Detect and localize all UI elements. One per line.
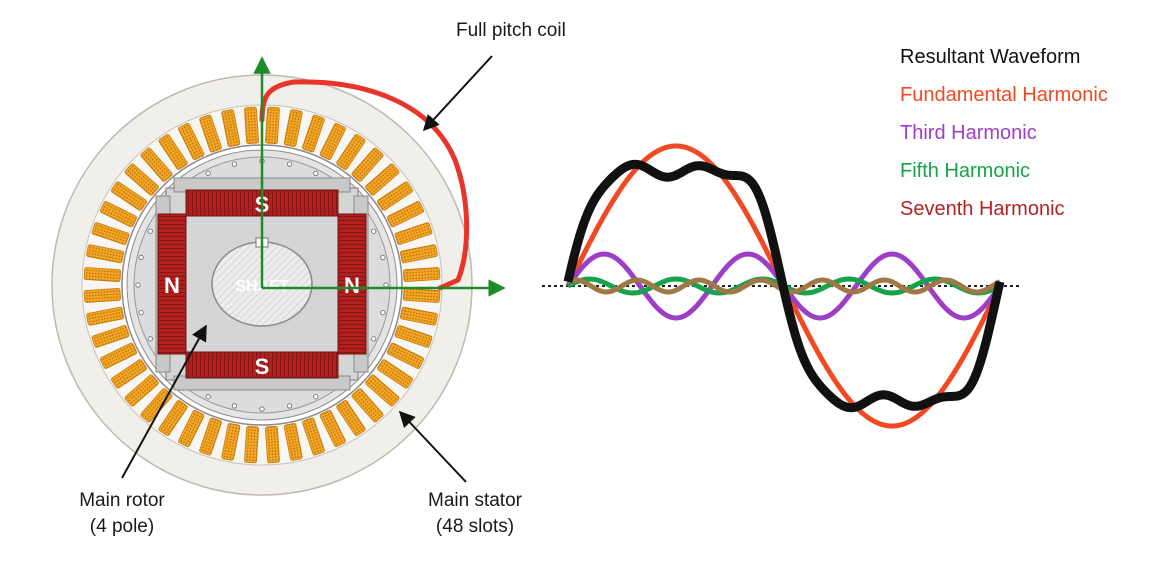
stator-slot <box>158 400 188 436</box>
stator-slot <box>83 267 121 282</box>
stator-slot <box>403 267 441 282</box>
stator-slot <box>265 426 280 464</box>
stator-slot <box>283 109 303 147</box>
legend-fundamental: Fundamental Harmonic <box>900 84 1108 106</box>
rotor-bolt <box>147 228 153 234</box>
stator-slot <box>319 409 346 448</box>
stator-slot <box>86 306 124 326</box>
stator-slot <box>244 426 259 464</box>
stator-slot <box>199 114 222 153</box>
stator-slot <box>377 181 413 211</box>
stator-slot <box>377 359 413 389</box>
rotor-bolt <box>231 403 238 409</box>
rotor-label: Main rotor (4 pole) <box>62 488 182 540</box>
rotor-bolt <box>138 254 144 261</box>
rotor-label-line2: (4 pole) <box>89 516 155 537</box>
stator-slot <box>386 342 425 369</box>
pole-label-bottom: S <box>255 354 270 379</box>
stator-slot <box>403 288 441 303</box>
winding-bottom <box>185 351 339 379</box>
stator-slot <box>221 109 241 147</box>
rotor-bolt <box>205 394 211 400</box>
stator-pointer-arrow <box>398 410 467 483</box>
legend-seventh: Seventh Harmonic <box>900 198 1065 220</box>
stator-slot <box>365 374 400 407</box>
rotor-bolt <box>138 309 144 316</box>
rotor-pointer-arrow <box>121 324 207 479</box>
stator-slot <box>302 114 325 153</box>
stator-slot <box>386 201 425 228</box>
stator-label: Main stator (48 slots) <box>410 488 540 540</box>
rotor-bolt <box>371 336 377 342</box>
stator-slot <box>158 134 188 170</box>
legend-third: Third Harmonic <box>900 122 1037 144</box>
stator-label-line2: (48 slots) <box>435 516 515 537</box>
stator-slot <box>221 423 241 461</box>
magnetic-axes <box>253 56 506 297</box>
pole-label-left: N <box>164 273 180 298</box>
legend-resultant: Resultant Waveform <box>900 46 1081 68</box>
winding-right <box>337 213 367 355</box>
stator-slot <box>265 106 280 144</box>
stator-slot <box>111 359 147 389</box>
stator-slot <box>124 374 159 407</box>
legend-fifth: Fifth Harmonic <box>900 160 1031 182</box>
rotor-bolt <box>380 309 386 316</box>
rotor-label-line1: Main rotor <box>79 490 165 511</box>
rotor-bolt <box>286 161 293 167</box>
coil-pointer-arrow <box>422 55 493 132</box>
rotor-bolt <box>380 254 386 261</box>
rotor-bolt <box>313 394 319 400</box>
stator-label-line1: Main stator <box>428 490 522 511</box>
stator-slot <box>178 122 205 161</box>
stator-slots <box>83 106 441 464</box>
pole-label-right: N <box>344 273 360 298</box>
stator-slot <box>124 163 159 196</box>
stator-slot <box>91 222 130 245</box>
stator-slot <box>365 163 400 196</box>
resultant-waveform-curve <box>563 159 1005 413</box>
rotor-bolt <box>383 282 389 288</box>
stator-slot <box>394 222 433 245</box>
stator-slot <box>99 201 138 228</box>
stator-slot <box>319 122 346 161</box>
stator-slot <box>400 244 438 264</box>
waveform-legend: Resultant Waveform Fundamental Harmonic … <box>900 38 1108 228</box>
stator-slot <box>99 342 138 369</box>
stator-slot <box>111 181 147 211</box>
stator-slot <box>244 106 259 144</box>
stator-slot <box>351 388 384 423</box>
stator-slot <box>178 409 205 448</box>
rotor-bolt <box>286 403 293 409</box>
stator-slot <box>83 288 121 303</box>
stator-slot <box>140 147 173 182</box>
winding-left <box>157 213 187 355</box>
rotor-bolt <box>259 406 265 412</box>
waveform-plot <box>542 143 1022 429</box>
stator-slot <box>199 417 222 456</box>
rotor-bolt <box>135 282 141 288</box>
stator-slot <box>336 400 366 436</box>
full-pitch-coil <box>259 79 470 291</box>
stator-slot <box>283 423 303 461</box>
rotor-bolt <box>231 161 238 167</box>
rotor-bolt <box>313 170 319 176</box>
stator-slot <box>394 325 433 348</box>
stator-slot <box>400 306 438 326</box>
stator-slot <box>91 325 130 348</box>
rotor-bolt <box>147 336 153 342</box>
rotor-bolt <box>371 228 377 234</box>
rotor-bolt <box>205 170 211 176</box>
stator-slot <box>302 417 325 456</box>
coil-label: Full pitch coil <box>456 20 566 41</box>
stator-slot <box>336 134 366 170</box>
stator-slot <box>351 147 384 182</box>
stator-slot <box>86 244 124 264</box>
